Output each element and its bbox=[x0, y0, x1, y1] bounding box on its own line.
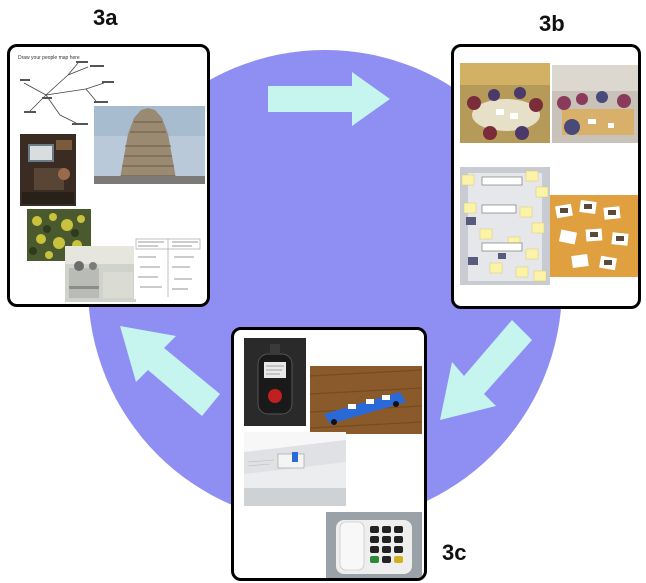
label-3b: 3b bbox=[539, 11, 565, 36]
group-meeting-photo-1 bbox=[460, 63, 550, 143]
arrow-right-icon bbox=[268, 72, 390, 126]
panel-3b bbox=[451, 44, 641, 309]
kitchen-photo bbox=[65, 246, 136, 302]
wall-sensor-photo bbox=[244, 432, 346, 506]
label-3c: 3c bbox=[442, 540, 467, 565]
label-3a: 3a bbox=[93, 5, 118, 30]
temple-tower-photo bbox=[94, 106, 205, 184]
panel-3a: Draw your people map here bbox=[7, 44, 210, 307]
people-map-sketch: Draw your people map here bbox=[16, 53, 116, 133]
handwritten-notes bbox=[134, 237, 202, 299]
photo-cards-on-table bbox=[550, 195, 638, 277]
panel-3c bbox=[231, 327, 427, 581]
blue-toy-car-photo bbox=[310, 366, 422, 434]
group-meeting-photo-2 bbox=[552, 65, 638, 143]
big-button-telephone-photo bbox=[326, 512, 422, 578]
arrow-up-left-icon bbox=[120, 326, 220, 416]
arrow-down-left-icon bbox=[440, 320, 532, 420]
people-map-caption: Draw your people map here bbox=[18, 55, 80, 61]
pendant-alarm-photo bbox=[244, 338, 306, 426]
home-interior-photo bbox=[20, 134, 76, 206]
poster-with-sticky-notes bbox=[460, 167, 550, 285]
